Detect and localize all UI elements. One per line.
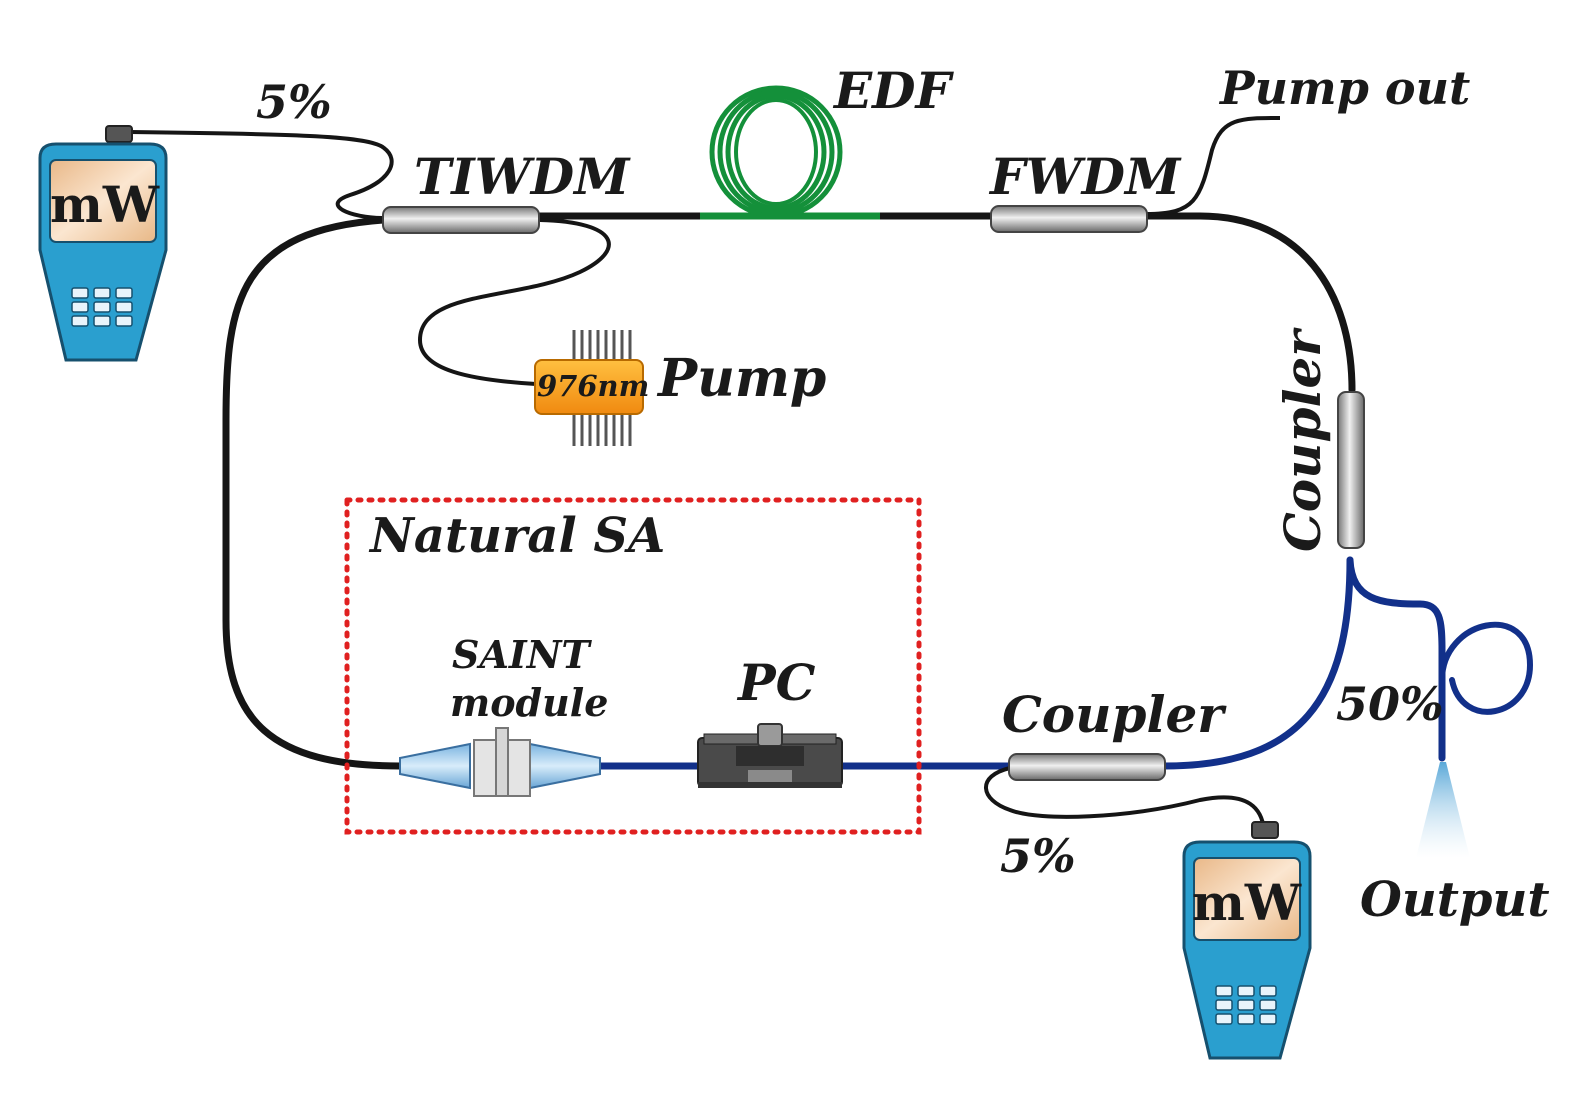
- meter-bottom-unit: mW: [1192, 873, 1302, 932]
- output-label: Output: [1360, 872, 1550, 928]
- coupler-bottom-component: [1008, 753, 1166, 781]
- pc-component: [697, 723, 843, 788]
- keypad-bottom: [1215, 985, 1277, 1025]
- pump-chip: [534, 330, 644, 446]
- output-beam: [1416, 762, 1470, 858]
- fwdm-component: [990, 205, 1148, 233]
- power-meter-top-left: [38, 125, 168, 362]
- pump-out-fiber: [1145, 116, 1281, 216]
- coupler-right-label: Coupler: [1273, 327, 1332, 552]
- fwdm-label: FWDM: [988, 147, 1182, 206]
- pump-out-label: Pump out: [1218, 61, 1470, 115]
- tap-bottom-label: 5%: [1000, 829, 1076, 883]
- meter-top-left-unit: mW: [50, 175, 160, 234]
- pump-fiber: [417, 218, 611, 386]
- pump-wavelength: 976nm: [537, 369, 649, 403]
- pump-label: Pump: [656, 348, 826, 409]
- power-meter-bottom: [1182, 821, 1312, 1060]
- coupler-right-component: [1337, 391, 1365, 549]
- natural-sa-label: Natural SA: [368, 508, 665, 564]
- edf-label: EDF: [832, 61, 954, 120]
- natural-sa-box: [344, 497, 922, 835]
- tiwdm-component: [382, 206, 540, 234]
- fiber-blue: [596, 556, 1534, 770]
- tiwdm-label: TIWDM: [414, 147, 631, 206]
- coupler-bottom-label: Coupler: [1002, 685, 1227, 744]
- saint-module: [399, 727, 601, 797]
- saint-label-line2: module: [450, 680, 608, 725]
- tap-fiber-bottom: [984, 766, 1266, 831]
- tap-top-label: 5%: [256, 75, 332, 129]
- edf-fiber: [700, 85, 880, 220]
- split-label: 50%: [1336, 677, 1444, 731]
- keypad-top-left: [71, 287, 133, 327]
- fiber-ring-black: [222, 212, 1356, 770]
- pc-label: PC: [736, 653, 816, 712]
- saint-label-line1: SAINT: [452, 632, 592, 677]
- tap-fiber-top: [129, 130, 394, 220]
